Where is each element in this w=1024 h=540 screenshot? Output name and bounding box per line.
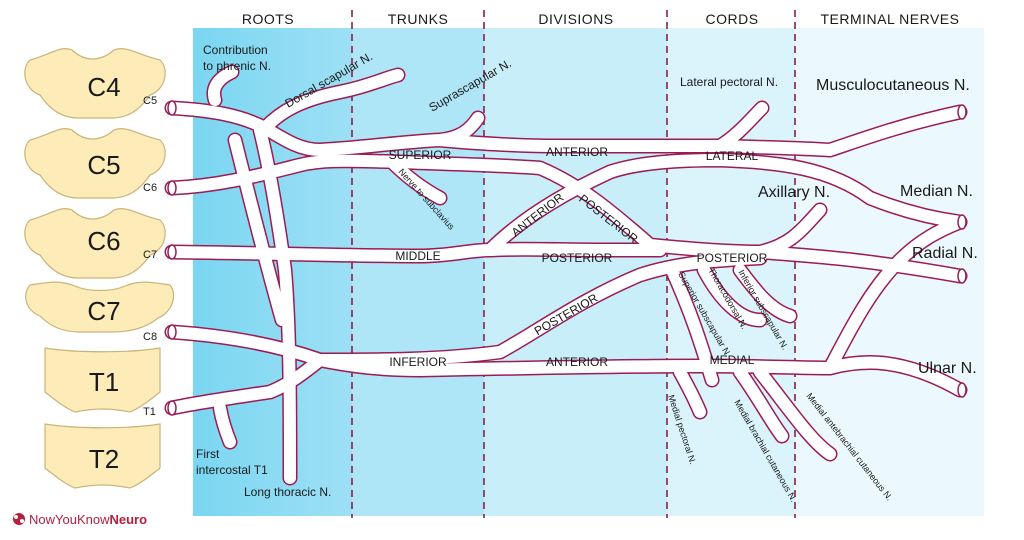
trunk-label-superior: SUPERIOR — [389, 148, 452, 162]
vertebra-c5: C5 — [24, 128, 166, 199]
branch-label-first-intercostal-2: intercostal T1 — [196, 463, 268, 477]
root-label-c8: C8 — [143, 331, 157, 343]
terminal-label-musculocutaneous: Musculocutaneous N. — [816, 77, 970, 94]
root-label-c7: C7 — [143, 249, 157, 261]
trunk-label-inferior: INFERIOR — [389, 355, 447, 369]
header-terminal-nerves: TERMINAL NERVES — [821, 11, 960, 27]
division-label-anterior-bottom: ANTERIOR — [546, 355, 608, 369]
brand-logo: NowYouKnowNeuro — [13, 512, 147, 527]
brand-name-part1: NowYouKnow — [29, 512, 110, 527]
division-label-posterior-mid: POSTERIOR — [542, 251, 613, 265]
cord-label-posterior: POSTERIOR — [697, 251, 768, 265]
header-trunks: TRUNKS — [388, 11, 449, 27]
brand-name-part2: Neuro — [109, 512, 147, 527]
header-divisions: DIVISIONS — [538, 11, 613, 27]
branch-label-long-thoracic: Long thoracic N. — [244, 485, 331, 499]
branch-label-first-intercostal-1: First — [196, 447, 220, 461]
trunks-column-bg — [352, 28, 484, 516]
nerve-end-caps — [167, 100, 967, 416]
trunk-label-middle: MIDDLE — [395, 249, 440, 263]
vertebra-label-c5: C5 — [87, 150, 120, 180]
root-label-t1: T1 — [143, 406, 156, 418]
root-label-c5: C5 — [143, 95, 157, 107]
branch-label-phrenic-1: Contribution — [203, 43, 268, 57]
header-roots: ROOTS — [242, 11, 294, 27]
nerve-core-layer — [166, 66, 966, 484]
division-label-anterior-top: ANTERIOR — [546, 145, 608, 159]
brain-icon — [13, 513, 25, 525]
branch-label-lateral-pectoral: Lateral pectoral N. — [680, 75, 778, 89]
cord-label-medial: MEDIAL — [710, 353, 755, 367]
vertebra-c7: C7 — [25, 281, 175, 333]
terminal-label-axillary: Axillary N. — [758, 184, 830, 201]
svg-text:NowYouKnowNeuro: NowYouKnowNeuro — [29, 512, 147, 527]
vertebra-label-t2: T2 — [89, 444, 119, 474]
vertebra-label-c4: C4 — [87, 72, 120, 102]
vertebra-label-c6: C6 — [87, 226, 120, 256]
header-cords: CORDS — [705, 11, 758, 27]
terminal-label-median: Median N. — [900, 183, 973, 200]
terminal-label-ulnar: Ulnar N. — [918, 360, 977, 377]
vertebra-label-c7: C7 — [87, 296, 120, 326]
cord-label-lateral: LATERAL — [706, 149, 759, 163]
branch-label-phrenic-2: to phrenic N. — [203, 59, 271, 73]
vertebra-t2: T2 — [44, 423, 161, 489]
vertebra-c6: C6 — [24, 208, 166, 279]
vertebra-label-t1: T1 — [89, 367, 119, 397]
vertebra-c4: C4 — [24, 48, 166, 119]
root-label-c6: C6 — [143, 182, 157, 194]
vertebra-t1: T1 — [44, 347, 161, 413]
terminal-label-radial: Radial N. — [912, 245, 978, 262]
